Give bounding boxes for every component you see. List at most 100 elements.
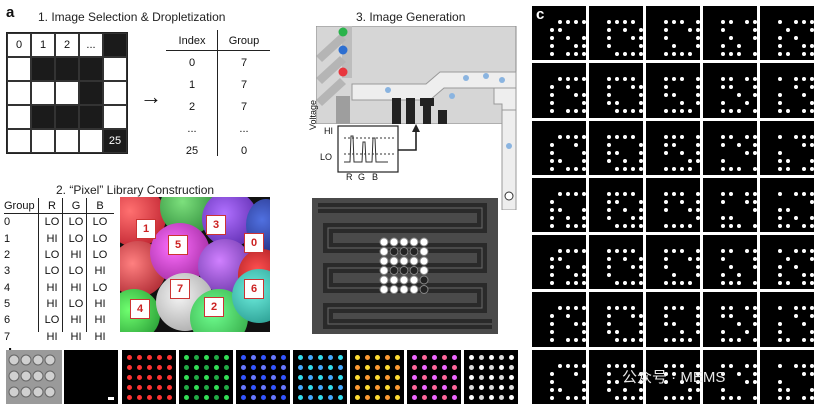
g-header: G — [71, 200, 81, 213]
pixel-dot — [550, 85, 554, 90]
grid-cell: 0 — [7, 33, 31, 57]
pixel-dot — [664, 20, 668, 24]
bead-dot — [308, 365, 313, 370]
pixel-dot — [688, 223, 692, 228]
pixel-dot — [696, 158, 700, 163]
bead-dot — [432, 385, 437, 390]
generated-image — [589, 63, 643, 118]
pixel-dot — [810, 306, 814, 311]
pixel-dot — [566, 265, 570, 270]
pixel-dot — [696, 44, 700, 48]
pixel-dot — [664, 379, 668, 384]
bead-dot — [509, 385, 514, 390]
pixel-dot — [574, 363, 578, 368]
column-divider — [86, 198, 87, 332]
pixel-dot — [566, 36, 570, 40]
bead-dot — [224, 365, 229, 370]
pixel-dot — [607, 36, 611, 40]
bead-dot — [308, 355, 313, 360]
pixel-dot — [802, 363, 806, 368]
grid-cell — [31, 129, 55, 153]
pixel-dot — [745, 249, 749, 254]
pixel-dot — [786, 28, 790, 32]
bead-dot — [499, 365, 504, 370]
bead-dot — [281, 385, 286, 390]
pixel-dot — [753, 306, 757, 311]
pixel-dot — [558, 134, 562, 139]
bead-label: 1 — [136, 219, 156, 239]
pixel-dot — [802, 191, 806, 196]
bead-dot — [509, 365, 514, 370]
pixel-dot — [550, 314, 554, 319]
pixel-dot — [721, 44, 725, 48]
pixel-dot — [615, 223, 619, 228]
bead-dot — [452, 365, 457, 370]
cell: 0 — [240, 145, 248, 157]
pixel-dot — [623, 207, 627, 212]
generated-image-grid — [532, 6, 814, 404]
bead-dot — [157, 375, 162, 380]
pixel-dot — [696, 142, 700, 147]
droplet — [379, 247, 389, 256]
pixel-dot — [664, 134, 668, 139]
pixel-dot — [582, 93, 586, 98]
cell: HI — [94, 265, 106, 278]
bead-dot — [261, 375, 266, 380]
pixel-dot — [802, 93, 806, 98]
pixel-dot — [664, 265, 668, 270]
bead-dot — [442, 385, 447, 390]
cell: 1 — [4, 232, 11, 245]
pixel-dot — [802, 395, 806, 400]
generated-image — [589, 6, 643, 61]
bead-dot — [385, 385, 390, 390]
pixel-dot — [745, 150, 749, 155]
pixel-dot — [664, 28, 668, 32]
pixel-dot — [680, 281, 684, 286]
pixel-dot — [574, 306, 578, 311]
bead-dot — [318, 365, 323, 370]
pixel-dot — [574, 322, 578, 327]
bead-dot — [355, 395, 360, 400]
pixel-dot — [672, 395, 676, 400]
droplet — [389, 256, 399, 266]
bead-dot — [509, 375, 514, 380]
pixel-dot — [664, 257, 668, 262]
pixel-dot — [623, 257, 627, 262]
bead-dot — [469, 395, 474, 400]
bead-dot — [241, 355, 246, 360]
pixel-dot — [721, 109, 725, 114]
bead-dot — [298, 395, 303, 400]
bead-dot — [204, 355, 209, 360]
bead-dot — [442, 355, 447, 360]
pixel-dot — [680, 363, 684, 368]
grid-cell — [55, 105, 79, 129]
cell: LO — [92, 281, 108, 294]
bead-dot — [147, 395, 152, 400]
index-header: Index — [178, 35, 206, 47]
pixel-dot — [786, 281, 790, 286]
pixel-dot — [778, 20, 782, 24]
bead-dot — [281, 375, 286, 380]
pixel-dot — [778, 223, 782, 228]
pixel-dot — [550, 142, 554, 147]
pixel-dot — [615, 395, 619, 400]
pixel-dot — [582, 387, 586, 392]
pixel-dot — [753, 150, 757, 155]
pixel-dot — [664, 191, 668, 196]
pixel-dot — [631, 36, 635, 40]
pixel-dot — [729, 314, 733, 319]
pixel-dot — [615, 338, 619, 343]
pixel-dot — [721, 52, 725, 56]
pixel-dot — [696, 371, 700, 376]
pixel-dot — [721, 281, 725, 286]
pixel-dot — [810, 52, 814, 56]
pixel-dot — [550, 28, 554, 32]
grid-cell — [103, 81, 127, 105]
pixel-dot — [778, 207, 782, 212]
cell: HI — [70, 281, 82, 294]
pixel-dot — [802, 166, 806, 171]
bead-dot — [214, 355, 219, 360]
pixel-dot — [607, 322, 611, 327]
